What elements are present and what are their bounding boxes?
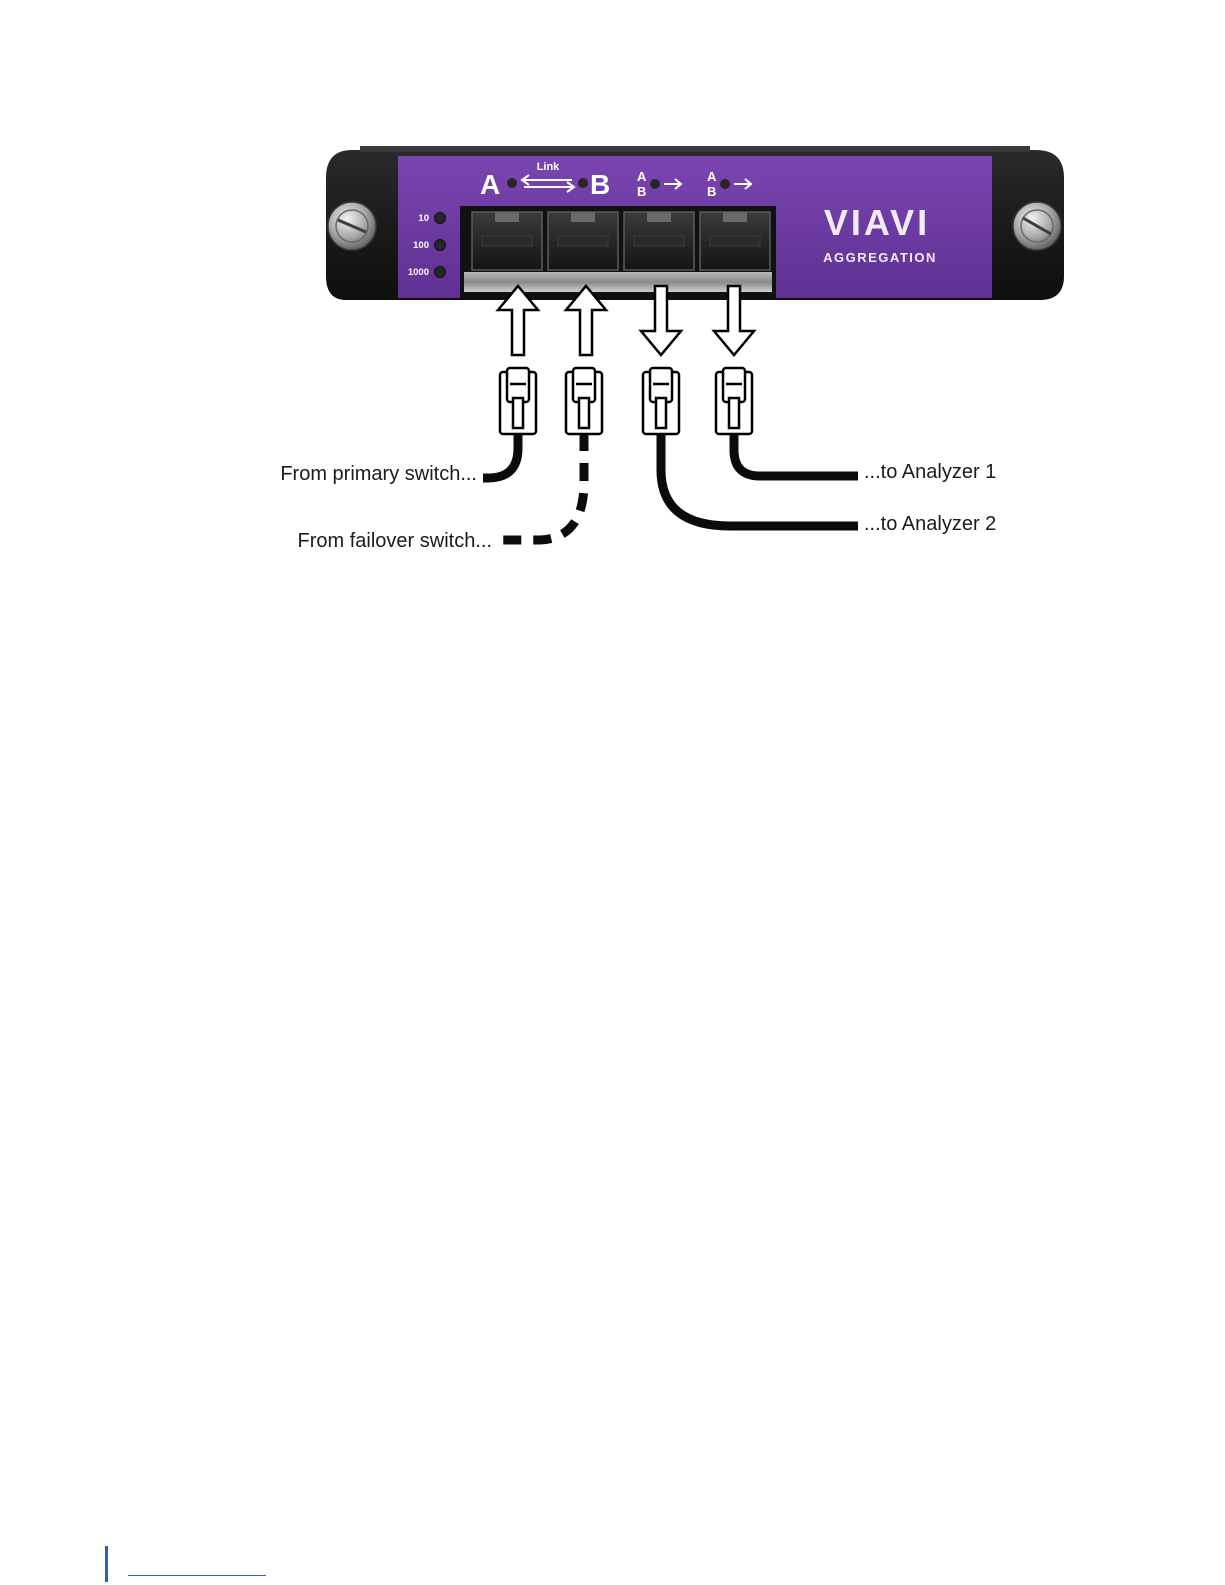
rj45-plugs bbox=[500, 368, 752, 434]
footer-underline bbox=[128, 1575, 266, 1576]
speed-label-100: 100 bbox=[413, 240, 429, 251]
label-failover-switch: From failover switch... bbox=[298, 530, 492, 552]
aggregation-tap-module: 10 100 1000 A Link B A B bbox=[326, 146, 1064, 300]
tap2-b-label: B bbox=[707, 184, 716, 199]
rj45-plug-icon bbox=[500, 368, 536, 434]
cable-analyzer-1 bbox=[734, 433, 858, 476]
left-thumbscrew-icon bbox=[328, 202, 376, 250]
rj45-jack-tap-1 bbox=[624, 212, 694, 270]
tap1-b-label: B bbox=[637, 184, 646, 199]
cables bbox=[483, 433, 858, 540]
led-icon bbox=[650, 179, 660, 189]
brand-logo: VIAVI bbox=[824, 202, 930, 243]
port-a-label: A bbox=[480, 169, 500, 200]
rj45-jack-tap-2 bbox=[700, 212, 770, 270]
port-frame bbox=[464, 272, 772, 292]
footer-accent-bar bbox=[105, 1546, 108, 1582]
label-analyzer-2: ...to Analyzer 2 bbox=[864, 513, 996, 535]
tap1-a-label: A bbox=[637, 169, 647, 184]
led-icon bbox=[507, 178, 517, 188]
led-icon bbox=[435, 267, 446, 278]
rj45-plug-icon bbox=[643, 368, 679, 434]
rj45-plug-icon bbox=[716, 368, 752, 434]
rj45-port-block bbox=[460, 206, 776, 298]
tap2-a-label: A bbox=[707, 169, 717, 184]
label-analyzer-1: ...to Analyzer 1 bbox=[864, 461, 996, 483]
led-icon bbox=[435, 240, 446, 251]
label-primary-switch: From primary switch... bbox=[280, 463, 477, 485]
led-icon bbox=[435, 213, 446, 224]
cable-failover bbox=[500, 433, 584, 540]
link-label: Link bbox=[537, 161, 560, 173]
led-icon bbox=[578, 178, 588, 188]
cable-primary bbox=[483, 433, 518, 478]
speed-label-1000: 1000 bbox=[408, 267, 429, 278]
rj45-jack-a bbox=[472, 212, 542, 270]
chassis-top-edge bbox=[360, 146, 1030, 152]
product-label: AGGREGATION bbox=[823, 250, 937, 265]
speed-label-10: 10 bbox=[418, 213, 429, 224]
rj45-jack-b bbox=[548, 212, 618, 270]
port-b-label: B bbox=[590, 169, 610, 200]
led-icon bbox=[720, 179, 730, 189]
rj45-plug-icon bbox=[566, 368, 602, 434]
right-thumbscrew-icon bbox=[1013, 202, 1061, 250]
